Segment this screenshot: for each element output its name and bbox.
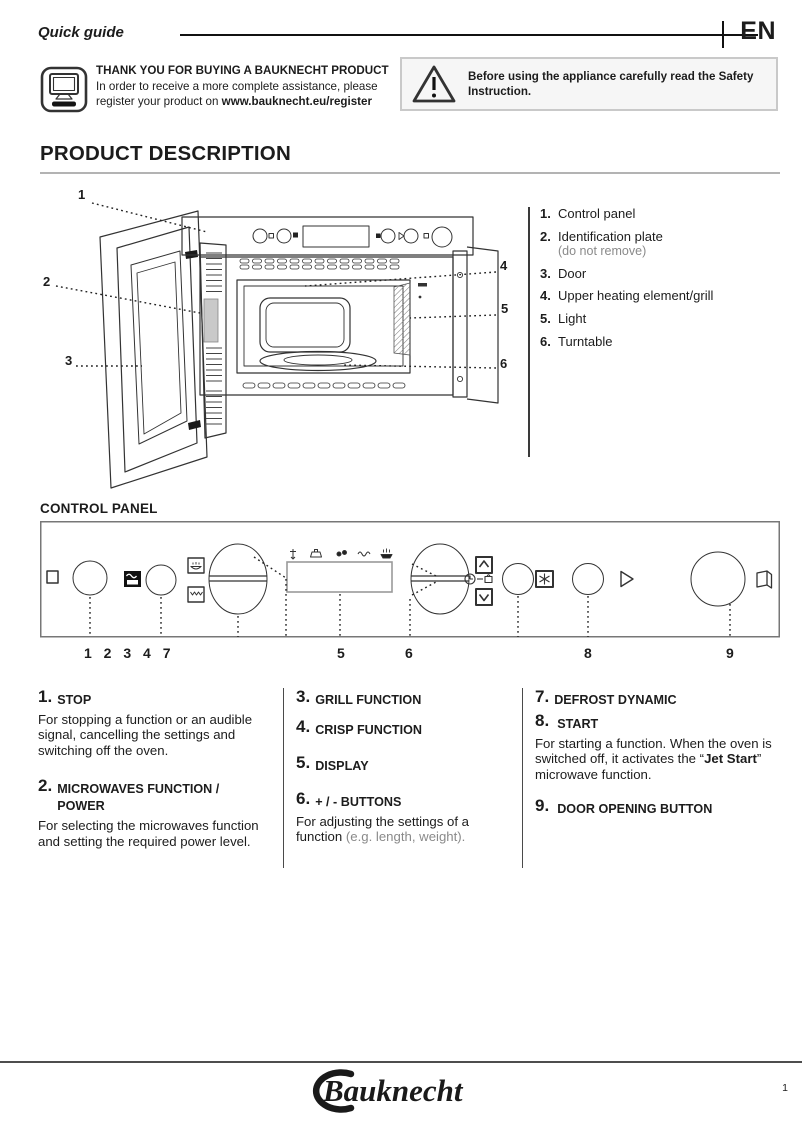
function-door-opening: 9.DOOR OPENING BUTTON — [535, 796, 713, 817]
page-header: Quick guide EN — [38, 17, 778, 49]
function-knob-right — [410, 543, 470, 615]
microwaves-button — [145, 564, 177, 596]
register-block: THANK YOU FOR BUYING A BAUKNECHT PRODUCT… — [40, 64, 390, 113]
identification-plate — [203, 298, 219, 343]
microwave-waves-icon — [124, 571, 141, 587]
function-crisp: 4.CRISP FUNCTION — [296, 717, 423, 737]
legend-item-grill: 4.Upper heating element/grill — [540, 288, 714, 304]
panel-label-8: 8 — [584, 645, 592, 661]
crisp-pan-icon — [187, 557, 205, 574]
legend-item-door: 3.Door — [540, 265, 587, 281]
parts-legend: 1.Control panel 2.Identification plate (… — [528, 206, 782, 457]
section-heading-product-description: PRODUCT DESCRIPTION — [40, 142, 291, 165]
footer-rule — [0, 1061, 802, 1063]
stop-square-icon — [46, 570, 59, 584]
display-indicator-icons — [290, 548, 393, 560]
legend-item-light: 5.Light — [540, 311, 587, 327]
safety-warning-box: Before using the appliance carefully rea… — [400, 57, 778, 111]
panel-label-5: 5 — [337, 645, 345, 661]
stop-button — [72, 560, 108, 596]
function-descriptions: 1.STOP For stopping a function or an aud… — [38, 688, 782, 868]
light-area — [393, 282, 411, 356]
panel-label-cluster: 1 2 3 4 7 — [84, 645, 175, 661]
microwave-diagram: 1 2 3 4 5 6 — [30, 185, 530, 495]
legend-item-identification-plate: 2.Identification plate — [540, 228, 663, 244]
computer-monitor-icon — [40, 66, 88, 113]
register-body: In order to receive a more complete assi… — [96, 79, 378, 108]
section-rule — [40, 172, 780, 174]
register-url: www.bauknecht.eu/register — [221, 94, 372, 108]
function-defrost: 7.DEFROST DYNAMIC — [535, 687, 677, 707]
warning-triangle-icon — [412, 64, 456, 104]
function-display: 5.DISPLAY — [296, 753, 369, 773]
function-start: 8.START For starting a function. When th… — [535, 711, 772, 782]
play-triangle-icon — [620, 570, 634, 588]
callout-6: 6 — [500, 356, 508, 371]
callout-2: 2 — [43, 274, 51, 289]
display — [286, 561, 393, 593]
warning-text: Before using the appliance carefully rea… — [468, 69, 754, 98]
function-grill: 3.GRILL FUNCTION — [296, 687, 422, 707]
clock-weight-icon — [464, 573, 493, 585]
legend-item-turntable: 6.Turntable — [540, 333, 613, 349]
language-code: EN — [740, 17, 776, 45]
header-tick — [722, 21, 724, 48]
register-title: THANK YOU FOR BUYING A BAUKNECHT PRODUCT — [96, 64, 389, 77]
callout-5: 5 — [501, 301, 509, 316]
brand-logo: Bauknecht — [301, 1068, 511, 1114]
defrost-button — [502, 563, 534, 595]
brand-name: Bauknecht — [322, 1073, 464, 1108]
legend-item-control-panel: 1.Control panel — [540, 206, 636, 221]
functions-column-left: 1.STOP For stopping a function or an aud… — [38, 688, 283, 868]
grill-zigzag-icon — [187, 586, 205, 603]
callout-1: 1 — [78, 187, 86, 202]
turntable — [259, 350, 377, 372]
door-opening-button — [690, 551, 746, 607]
section-heading-control-panel: CONTROL PANEL — [40, 501, 158, 516]
panel-label-9: 9 — [726, 645, 734, 661]
header-rule — [180, 34, 758, 36]
callout-4: 4 — [500, 258, 508, 273]
up-arrow-icon — [475, 556, 493, 574]
start-button — [572, 563, 604, 595]
page-number: 1 — [782, 1082, 788, 1094]
down-arrow-icon — [475, 588, 493, 606]
panel-label-6: 6 — [405, 645, 413, 661]
document-title: Quick guide — [38, 24, 124, 41]
open-door-icon — [756, 570, 773, 589]
defrost-icon — [535, 570, 554, 588]
functions-column-middle: 3.GRILL FUNCTION 4.CRISP FUNCTION 5.DISP… — [283, 688, 523, 868]
control-panel-diagram: 1 2 3 4 7 5 6 8 9 — [40, 521, 780, 671]
function-microwaves: 2.MICROWAVES FUNCTION / POWER For select… — [38, 776, 259, 849]
function-stop: 1.STOP For stopping a function or an aud… — [38, 687, 253, 758]
function-plus-minus: 6.+ / - BUTTONS For adjusting the settin… — [296, 789, 470, 845]
functions-column-right: 7.DEFROST DYNAMIC 8.START For starting a… — [523, 688, 782, 868]
legend-note: (do not remove) — [558, 244, 647, 259]
callout-3: 3 — [65, 353, 73, 368]
function-knob-left — [208, 543, 268, 615]
